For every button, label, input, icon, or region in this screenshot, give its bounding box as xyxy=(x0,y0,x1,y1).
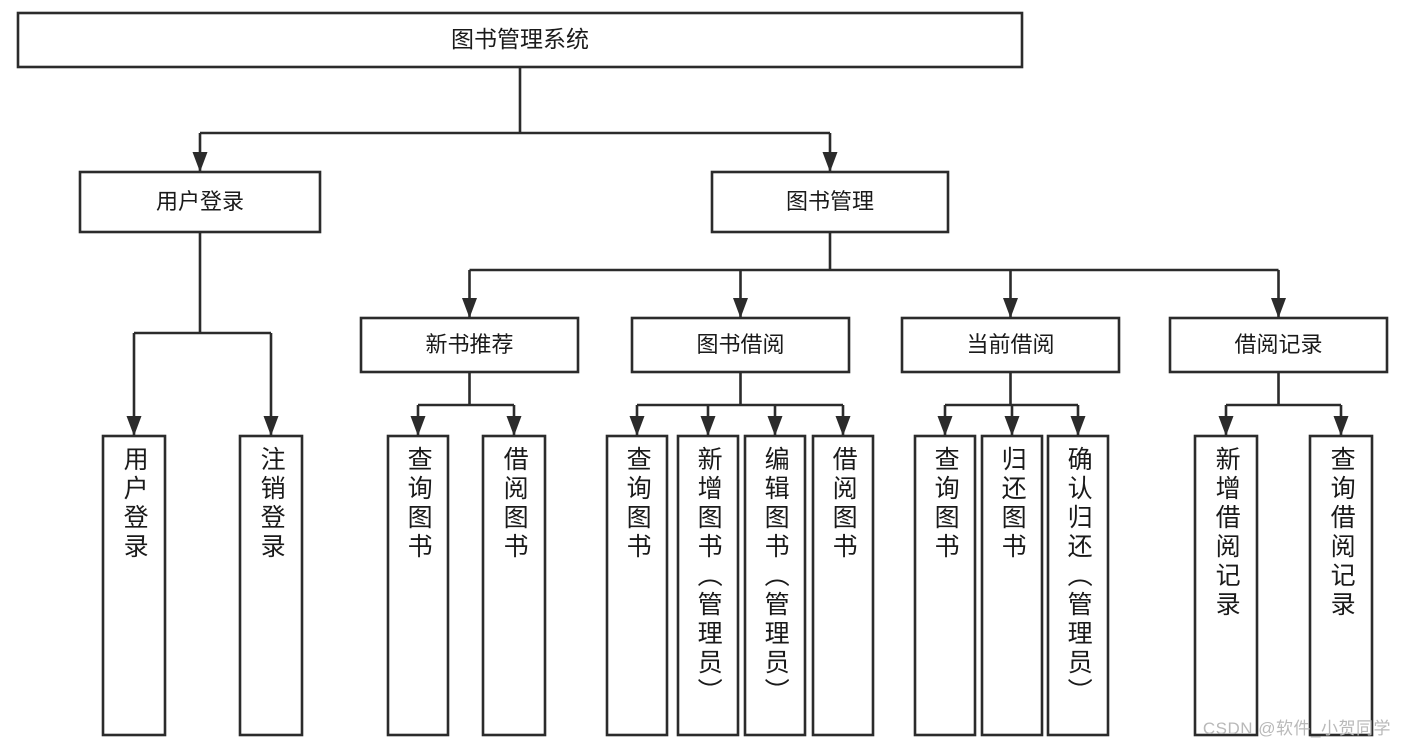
level3-node-0[interactable] xyxy=(359,316,580,374)
leaf-node-10[interactable] xyxy=(1046,434,1110,737)
connector-layer xyxy=(126,67,1349,436)
level3-label-1: 图书借阅 xyxy=(696,332,784,357)
leaf-node-8[interactable] xyxy=(913,434,977,737)
arrow-head-icon xyxy=(1070,416,1086,436)
level2-label-1: 图书管理 xyxy=(786,189,874,214)
arrow-head-icon xyxy=(629,416,645,436)
leaf-node-1[interactable] xyxy=(238,434,304,737)
root-box[interactable] xyxy=(16,11,1024,69)
level2-box[interactable] xyxy=(710,170,950,234)
level3-label-0: 新书推荐 xyxy=(425,332,513,357)
leaf-box[interactable] xyxy=(101,434,167,737)
leaf-node-11[interactable] xyxy=(1193,434,1259,737)
arrow-head-icon xyxy=(410,416,426,436)
level3-label-2: 当前借阅 xyxy=(966,332,1054,357)
arrow-head-icon xyxy=(700,416,716,436)
level2-label-0: 用户登录 xyxy=(156,189,244,214)
leaf-box[interactable] xyxy=(1046,434,1110,737)
leaf-box[interactable] xyxy=(481,434,547,737)
leaf-box[interactable] xyxy=(386,434,450,737)
level3-box[interactable] xyxy=(1168,316,1389,374)
leaf-box[interactable] xyxy=(811,434,875,737)
level3-node-2[interactable] xyxy=(900,316,1121,374)
level3-box[interactable] xyxy=(900,316,1121,374)
level2-box[interactable] xyxy=(78,170,322,234)
arrow-head-icon xyxy=(506,416,522,436)
leaf-box[interactable] xyxy=(676,434,740,737)
arrow-head-icon xyxy=(733,298,748,318)
leaf-node-3[interactable] xyxy=(481,434,547,737)
leaf-node-6[interactable] xyxy=(743,434,807,737)
leaf-box[interactable] xyxy=(913,434,977,737)
leaf-box[interactable] xyxy=(605,434,669,737)
arrow-head-icon xyxy=(767,416,783,436)
level3-node-1[interactable] xyxy=(630,316,851,374)
level3-box[interactable] xyxy=(359,316,580,374)
arrow-head-icon xyxy=(822,152,838,172)
leaf-box[interactable] xyxy=(743,434,807,737)
arrow-head-icon xyxy=(126,416,142,436)
arrow-head-icon xyxy=(1003,298,1018,318)
leaf-node-7[interactable] xyxy=(811,434,875,737)
leaf-box[interactable] xyxy=(238,434,304,737)
root-label-0: 图书管理系统 xyxy=(451,26,589,52)
level3-box[interactable] xyxy=(630,316,851,374)
node-box-layer xyxy=(16,11,1389,737)
leaf-node-12[interactable] xyxy=(1308,434,1374,737)
arrow-head-icon xyxy=(1271,298,1286,318)
arrow-head-icon xyxy=(1333,416,1349,436)
leaf-box[interactable] xyxy=(980,434,1044,737)
level3-label-3: 借阅记录 xyxy=(1234,332,1322,357)
leaf-box[interactable] xyxy=(1193,434,1259,737)
arrow-head-icon xyxy=(835,416,851,436)
arrow-head-icon xyxy=(1218,416,1234,436)
leaf-node-2[interactable] xyxy=(386,434,450,737)
leaf-node-5[interactable] xyxy=(676,434,740,737)
arrow-head-icon xyxy=(462,298,477,318)
arrow-head-icon xyxy=(192,152,208,172)
leaf-box[interactable] xyxy=(1308,434,1374,737)
arrow-head-icon xyxy=(263,416,279,436)
level2-node-0[interactable] xyxy=(78,170,322,234)
leaf-node-9[interactable] xyxy=(980,434,1044,737)
arrow-head-icon xyxy=(1004,416,1020,436)
leaf-node-4[interactable] xyxy=(605,434,669,737)
level3-node-3[interactable] xyxy=(1168,316,1389,374)
arrow-head-icon xyxy=(937,416,953,436)
root-node-0[interactable] xyxy=(16,11,1024,69)
leaf-node-0[interactable] xyxy=(101,434,167,737)
level2-node-1[interactable] xyxy=(710,170,950,234)
watermark-text: CSDN @软件_小贺同学 xyxy=(1202,719,1391,738)
